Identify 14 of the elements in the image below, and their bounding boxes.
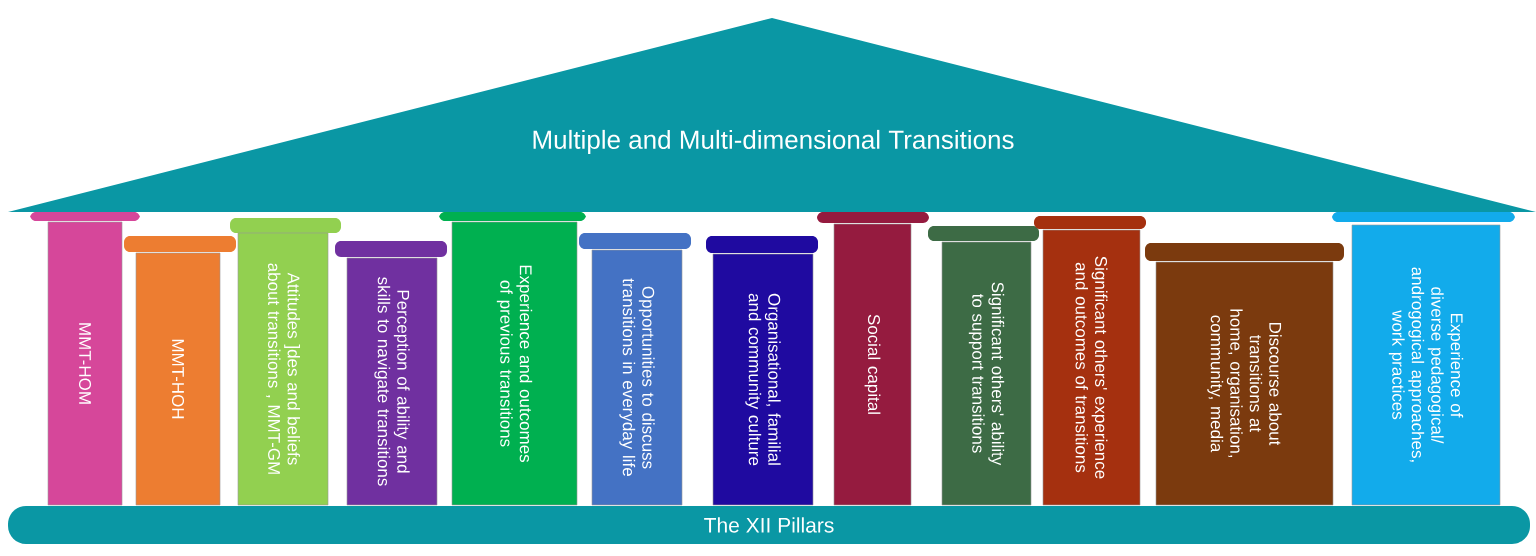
pillar: MMT-HOH bbox=[124, 236, 236, 506]
pillar: Opportunities to discuss transitions in everyday life bbox=[579, 233, 691, 506]
base-bar: The XII Pillars bbox=[8, 506, 1530, 544]
pillar: Significant others' experience and outcomes of transitions bbox=[1034, 216, 1146, 506]
pillar: Experience and outcomes of previous transitions bbox=[439, 212, 586, 506]
pillar: Significant others' ability to support transitions bbox=[928, 226, 1039, 506]
pillar: Social capital bbox=[817, 212, 929, 506]
pillar: Perception of ability and skills to navigate transitions bbox=[335, 241, 447, 506]
pillar: Experience of diverse pedagogical/ androgogical approaches, work practices bbox=[1332, 212, 1515, 506]
pillar: MMT-HOM bbox=[30, 212, 140, 506]
roof-triangle: Multiple and Multi-dimensional Transitions bbox=[8, 18, 1536, 212]
pillar: Discourse about transitions at home, organisation, community, media bbox=[1145, 243, 1344, 506]
pillar: Organisational, familial and community culture bbox=[706, 236, 818, 506]
pillar: Attitudes ]des and beliefs about transitions , MMT-GM bbox=[230, 218, 341, 506]
